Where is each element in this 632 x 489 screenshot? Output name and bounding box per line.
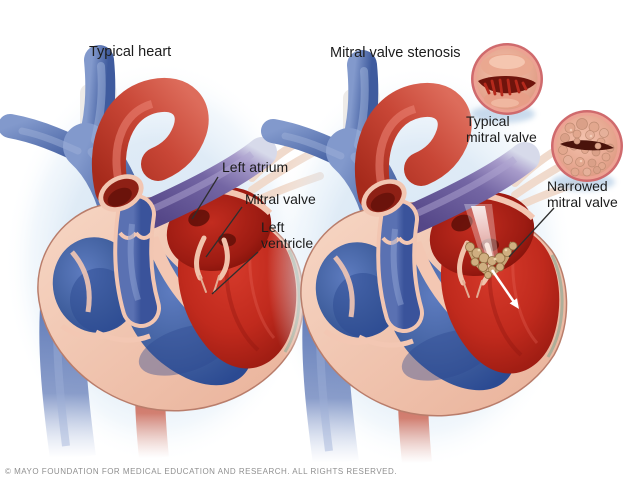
- narrowed-valve-inset: [551, 110, 623, 191]
- typical-valve-inset: [471, 43, 543, 123]
- narrowed-valve-leader-line: [508, 207, 555, 258]
- flow-arrow: [490, 269, 519, 309]
- stenotic-valve-nodules: [465, 241, 518, 279]
- copyright-notice: © MAYO FOUNDATION FOR MEDICAL EDUCATION …: [5, 467, 397, 476]
- mitral-valve-label: Mitral valve: [245, 191, 316, 207]
- typical-mitral-valve-label: Typical mitral valve: [466, 113, 537, 145]
- left-panel-title: Typical heart: [89, 44, 172, 60]
- left-atrium-leader-line: [191, 176, 219, 220]
- left-ventricle-leader-line: [211, 251, 259, 295]
- narrowed-mitral-valve-label: Narrowed mitral valve: [547, 178, 618, 210]
- left-atrium-label: Left atrium: [222, 159, 289, 175]
- left-ventricle-label: Left ventricle: [261, 219, 314, 251]
- right-heart-illustration: [267, 65, 583, 469]
- leader-lines: [191, 176, 555, 295]
- flow-jet: [471, 206, 495, 264]
- right-panel-title: Mitral valve stenosis: [330, 45, 461, 61]
- mitral-valve-leader-line: [205, 206, 243, 258]
